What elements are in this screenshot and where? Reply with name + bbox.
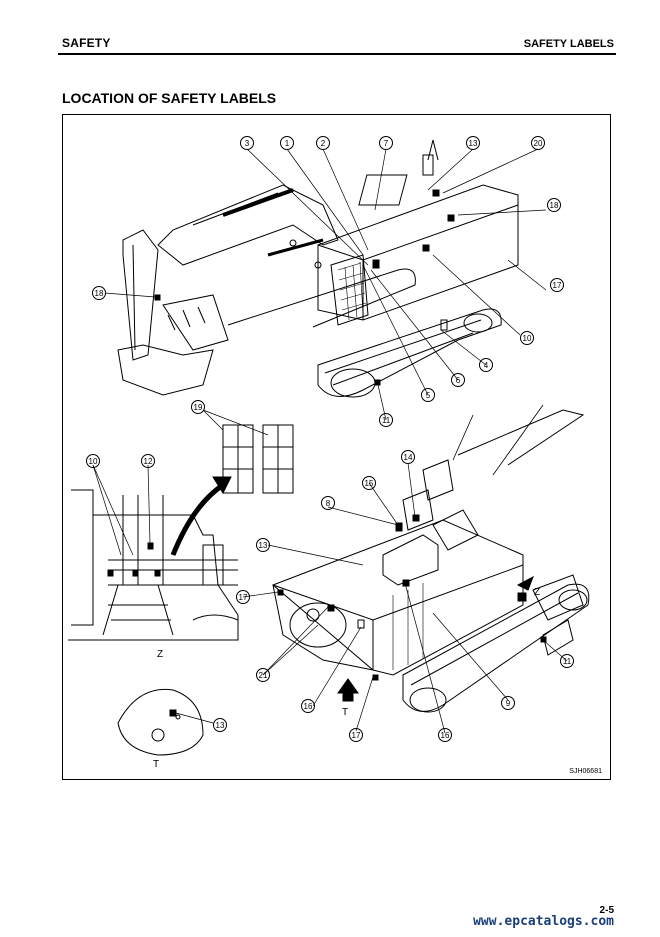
header-section: SAFETY — [62, 36, 111, 50]
callout-circles — [86, 136, 574, 742]
top-leader-lines — [104, 148, 547, 436]
callout-bottom: 14 — [404, 453, 413, 462]
callout-bottom: 16 — [441, 731, 450, 740]
callout-top: 1 — [285, 139, 290, 148]
callout-t: 13 — [216, 721, 225, 730]
callout-bottom: 9 — [506, 699, 511, 708]
watermark: www.epcatalogs.com — [473, 914, 614, 929]
callout-top: 10 — [523, 334, 532, 343]
callout-top: 7 — [384, 139, 389, 148]
callout-z: 10 — [89, 457, 98, 466]
view-t-label: T — [153, 759, 159, 770]
callout-top: 18 — [550, 201, 559, 210]
excavator-illustration: 3 1 2 7 13 20 18 17 10 4 6 5 11 18 19 15… — [68, 136, 590, 770]
callout-bottom: 8 — [326, 499, 331, 508]
callout-top: 19 — [194, 403, 203, 412]
arrow-t-label: T — [342, 707, 348, 718]
callout-bottom: 13 — [259, 541, 268, 550]
view-t-drawing — [117, 688, 214, 756]
detail-arrowhead — [212, 476, 232, 495]
callout-bottom: 17 — [239, 593, 248, 602]
page-number: 2-5 — [599, 905, 614, 916]
callout-top: 17 — [553, 281, 562, 290]
label-19-detail — [222, 424, 294, 494]
callout-top: 4 — [484, 361, 489, 370]
callout-top: 2 — [321, 139, 326, 148]
callout-bottom: 16 — [304, 702, 313, 711]
callout-bottom: 21 — [259, 671, 268, 680]
callout-top: 5 — [426, 391, 431, 400]
top-excavator-drawing — [117, 139, 519, 398]
callout-bottom: 11 — [563, 657, 572, 666]
callout-bottom: 15 — [365, 479, 374, 488]
view-z-arrow — [516, 575, 534, 591]
callout-top: 18 — [95, 289, 104, 298]
callout-top: 13 — [469, 139, 478, 148]
callout-z: 12 — [144, 457, 153, 466]
safety-label-figure: 3 1 2 7 13 20 18 17 10 4 6 5 11 18 19 15… — [62, 114, 611, 780]
callout-top: 11 — [382, 416, 391, 425]
callout-numbers: 3 1 2 7 13 20 18 17 10 4 6 5 11 18 19 15… — [89, 139, 572, 740]
callout-top: 20 — [534, 139, 543, 148]
page-title: LOCATION OF SAFETY LABELS — [62, 90, 277, 106]
callout-top: 3 — [245, 139, 250, 148]
view-z-drawing — [68, 464, 239, 641]
view-letters: Z T T Z — [153, 587, 540, 770]
view-z-label: Z — [157, 649, 163, 660]
bottom-leader-lines — [242, 462, 568, 734]
callout-top: 6 — [456, 376, 461, 385]
bottom-excavator-drawing — [272, 404, 590, 713]
callout-bottom: 17 — [352, 731, 361, 740]
figure-code: SJH06681 — [569, 768, 602, 775]
detail-arrow — [170, 482, 225, 556]
view-t-arrow — [337, 678, 359, 702]
header-rule — [58, 53, 616, 55]
header-subsection: SAFETY LABELS — [523, 38, 614, 50]
arrow-z-label: Z — [534, 587, 540, 598]
